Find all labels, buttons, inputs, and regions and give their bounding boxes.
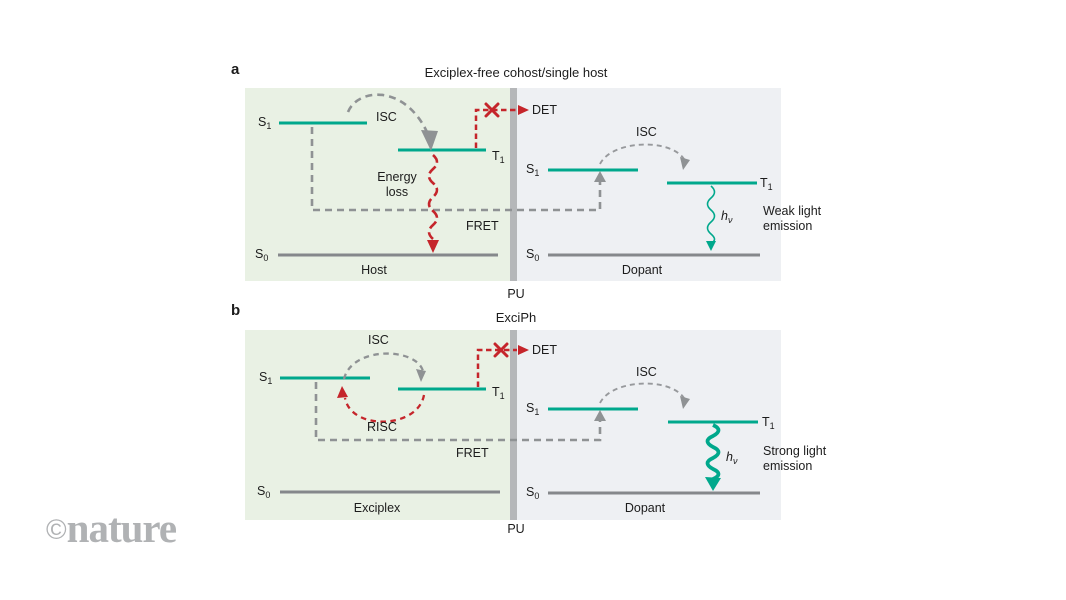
det-label-a: DET <box>532 103 557 117</box>
panel-a-label: a <box>231 61 240 78</box>
host-t1-label-a: T1 <box>492 149 505 168</box>
level-subscript: 1 <box>266 121 272 131</box>
hv-subscript: ν <box>727 215 733 225</box>
host-isc-label-a: ISC <box>376 110 397 124</box>
pu-barrier-a <box>510 88 517 281</box>
level-text: T <box>762 415 770 429</box>
level-text: S <box>526 162 535 176</box>
level-text: T <box>492 385 500 399</box>
level-text: S <box>257 484 266 498</box>
nature-logo-text: nature <box>66 505 177 551</box>
dopant-name-label-b: Dopant <box>624 501 666 515</box>
exciplex-isc-label-b: ISC <box>368 333 389 347</box>
hv-text: h <box>721 209 728 223</box>
energy-loss-label-a: Energy loss <box>377 170 417 199</box>
dopant-isc-label-a: ISC <box>636 125 657 139</box>
dopant-isc-label-b: ISC <box>636 365 657 379</box>
dopant-s0-label-b: S0 <box>526 485 539 504</box>
level-subscript: 0 <box>534 253 540 263</box>
exciplex-s1-label-b: S1 <box>259 370 272 389</box>
level-text: S <box>526 247 535 261</box>
host-name-label-a: Host <box>361 263 387 277</box>
photon-hv-label-a: hν <box>721 209 732 228</box>
pu-label-b: PU <box>507 522 525 536</box>
pu-barrier-b <box>510 330 517 520</box>
hv-subscript: ν <box>732 456 738 466</box>
dopant-t1-label-b: T1 <box>762 415 775 434</box>
level-subscript: 1 <box>534 168 540 178</box>
level-subscript: 1 <box>499 155 505 165</box>
exciplex-s0-label-b: S0 <box>257 484 270 503</box>
fret-label-b: FRET <box>456 446 489 460</box>
nature-logo: ©nature <box>46 504 177 552</box>
level-subscript: 1 <box>769 421 775 431</box>
level-subscript: 1 <box>534 407 540 417</box>
dopant-region-b <box>517 330 781 520</box>
level-text: S <box>526 401 535 415</box>
level-subscript: 0 <box>265 490 271 500</box>
dopant-t1-label-a: T1 <box>760 176 773 195</box>
host-s0-label-a: S0 <box>255 247 268 266</box>
pu-label-a: PU <box>507 287 525 301</box>
level-text: S <box>259 370 268 384</box>
panel-a-title: Exciplex-free cohost/single host <box>424 65 608 80</box>
dopant-s1-label-b: S1 <box>526 401 539 420</box>
det-label-b: DET <box>532 343 557 357</box>
dopant-name-label-a: Dopant <box>621 263 663 277</box>
copyright-icon: © <box>46 514 67 545</box>
dopant-s1-label-a: S1 <box>526 162 539 181</box>
host-s1-label-a: S1 <box>258 115 271 134</box>
level-subscript: 1 <box>499 391 505 401</box>
level-text: S <box>258 115 267 129</box>
level-text: T <box>760 176 768 190</box>
level-subscript: 1 <box>767 182 773 192</box>
weak-emission-label-a: Weak light emission <box>763 204 822 233</box>
strong-emission-label-b: Strong light emission <box>763 444 827 473</box>
exciplex-t1-label-b: T1 <box>492 385 505 404</box>
level-text: S <box>526 485 535 499</box>
level-text: S <box>255 247 264 261</box>
exciplex-name-label-b: Exciplex <box>353 501 401 515</box>
photon-hv-label-b: hν <box>726 450 737 469</box>
hv-text: h <box>726 450 733 464</box>
level-subscript: 0 <box>263 253 269 263</box>
level-text: T <box>492 149 500 163</box>
panel-b-label: b <box>231 302 241 319</box>
panel-b-title: ExciPh <box>495 310 537 325</box>
fret-label-a: FRET <box>466 219 499 233</box>
level-subscript: 0 <box>534 491 540 501</box>
exciplex-risc-label-b: RISC <box>367 420 397 434</box>
level-subscript: 1 <box>267 376 273 386</box>
dopant-s0-label-a: S0 <box>526 247 539 266</box>
